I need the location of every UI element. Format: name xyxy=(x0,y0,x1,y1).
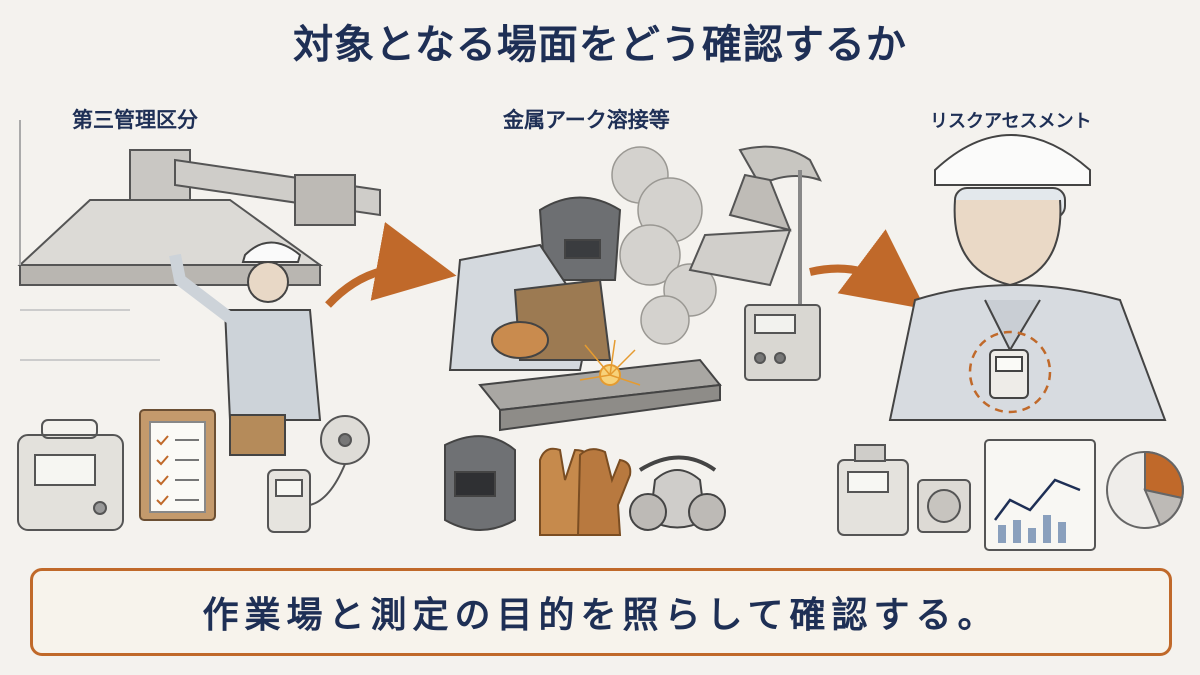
welding-mask-icon xyxy=(444,435,516,531)
chart-board-icon xyxy=(984,439,1096,551)
summary-text: 作業場と測定の目的を照らして確認する。 xyxy=(202,595,1000,636)
summary-banner: 作業場と測定の目的を照らして確認する。 xyxy=(30,568,1172,656)
page-title: 対象となる場面をどう確認するか xyxy=(293,22,907,68)
worker-wearable-sampler-icon xyxy=(888,134,1167,421)
pie-chart-icon xyxy=(1106,450,1184,529)
arrow-icon xyxy=(809,229,926,310)
sensor-icon xyxy=(837,444,971,536)
arrow-icon xyxy=(325,222,457,308)
clipboard-icon xyxy=(139,409,216,521)
exhaust-hood-icon xyxy=(17,120,381,361)
scene-label-arc-welding: 金属アーク溶接等 xyxy=(503,108,670,132)
sampler-device-icon xyxy=(17,419,124,531)
scene-label-risk-assessment: リスクアセスメント xyxy=(930,111,1092,132)
fume-extractor-icon xyxy=(688,145,822,305)
worker-icon xyxy=(169,241,322,456)
anemometer-icon xyxy=(267,415,370,533)
gloves-icon xyxy=(539,447,632,536)
smoke-icon xyxy=(611,146,717,345)
scene-label-management-class-3: 第三管理区分 xyxy=(72,108,198,132)
workpiece-icon xyxy=(478,339,722,432)
respirator-icon xyxy=(629,455,726,531)
welding-machine-icon xyxy=(744,304,821,381)
welder-icon xyxy=(448,196,622,371)
